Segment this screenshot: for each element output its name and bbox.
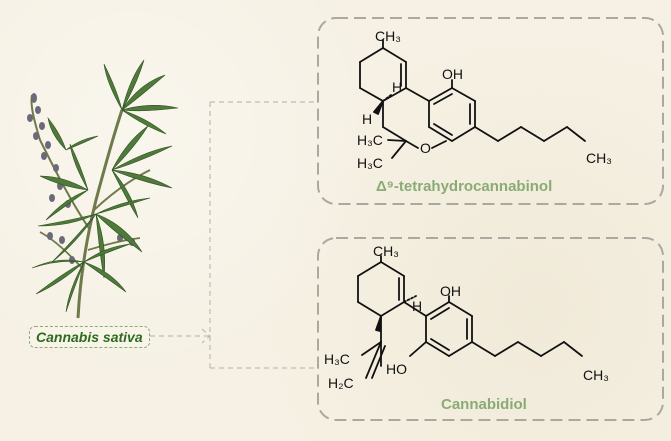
thc-methyl-label: CH₃ bbox=[375, 28, 401, 44]
cbd-hydroxyl-bottom-label: HO bbox=[386, 361, 407, 377]
thc-box bbox=[317, 17, 664, 205]
thc-pentyl-end-label: CH₃ bbox=[586, 150, 612, 166]
cbd-title: Cannabidiol bbox=[441, 396, 527, 413]
cbd-box bbox=[317, 237, 664, 421]
thc-gem-dimethyl-1: H₃C bbox=[357, 132, 383, 148]
cbd-methylene-label: H₂C bbox=[328, 375, 354, 391]
cbd-labels: CH₃ OH HO H H₃C H₂C CH₃ bbox=[324, 243, 609, 391]
connector-lines bbox=[150, 101, 316, 369]
cbd-methyl-iso-label: H₃C bbox=[324, 351, 350, 367]
plant-label: Cannabis sativa bbox=[29, 326, 150, 348]
thc-h-mid-label: H bbox=[362, 111, 372, 127]
thc-labels: CH₃ OH H H H₃C H₃C O CH₃ bbox=[357, 28, 612, 171]
connector-arrow bbox=[201, 328, 211, 344]
cbd-methyl-label: CH₃ bbox=[373, 243, 399, 259]
thc-title: Δ⁹-tetrahydrocannabinol bbox=[376, 178, 553, 195]
thc-h-top-label: H bbox=[392, 79, 402, 95]
cbd-pentyl-end-label: CH₃ bbox=[583, 367, 609, 383]
cbd-h-label: H bbox=[412, 298, 422, 314]
thc-gem-dimethyl-2: H₃C bbox=[357, 155, 383, 171]
cannabis-plant-illustration bbox=[27, 59, 179, 319]
thc-oxygen-label: O bbox=[420, 140, 431, 156]
thc-structure bbox=[359, 39, 586, 159]
cbd-structure bbox=[357, 255, 583, 379]
thc-hydroxyl-label: OH bbox=[442, 66, 463, 82]
cbd-hydroxyl-top-label: OH bbox=[440, 283, 461, 299]
